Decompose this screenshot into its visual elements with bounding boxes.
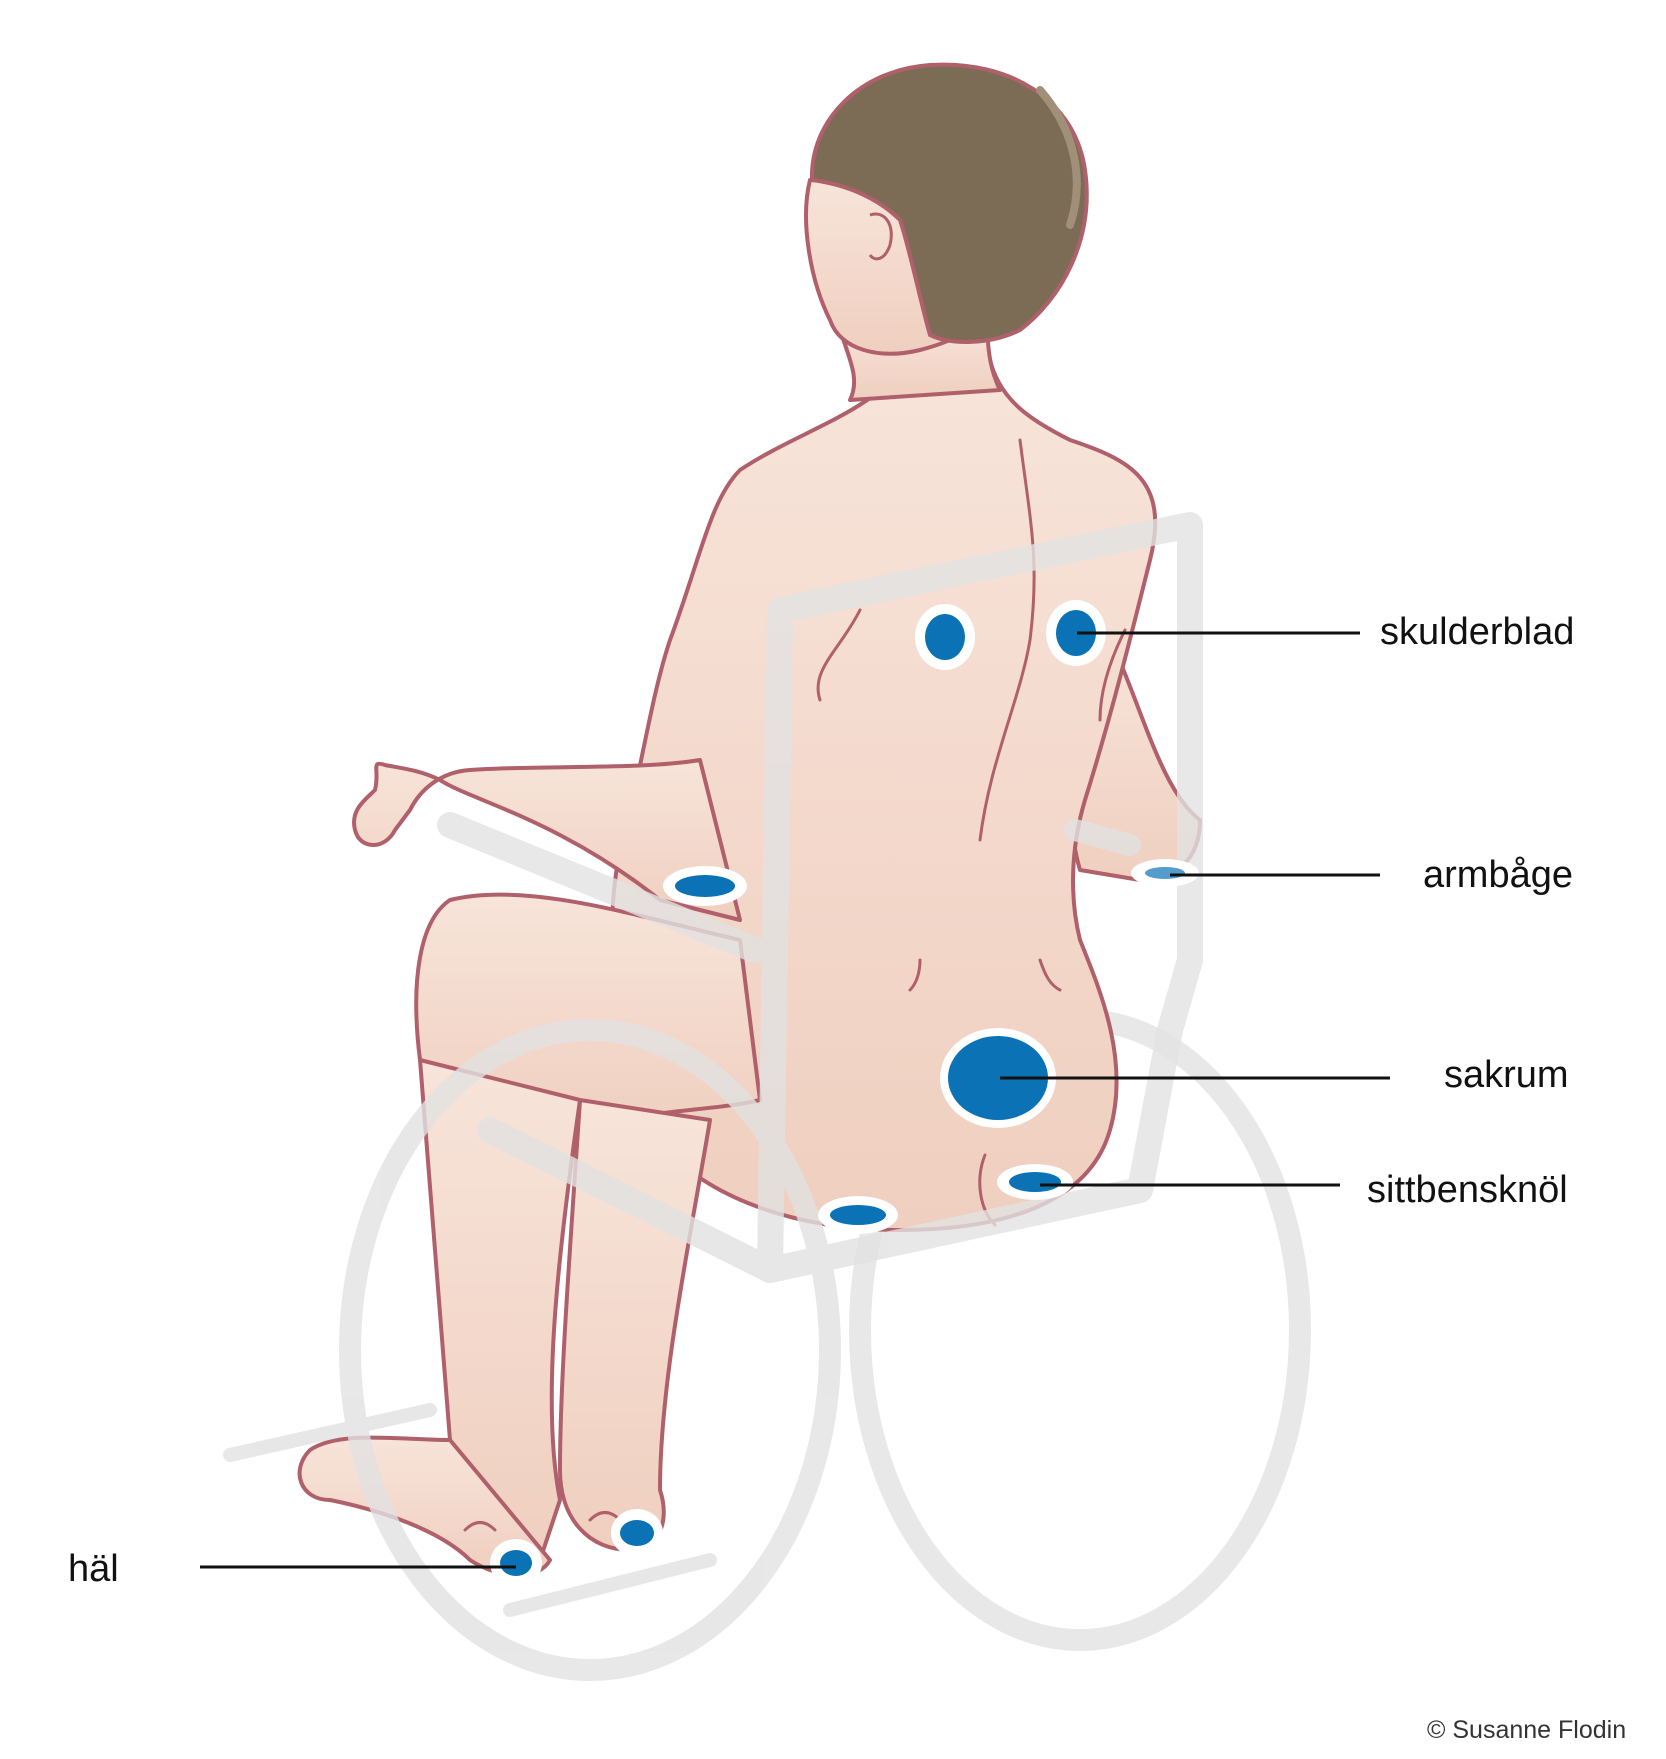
wheelchair-footrest-left bbox=[223, 1403, 437, 1462]
pressure-point-left-elbow bbox=[663, 866, 747, 906]
dimple-right bbox=[1038, 958, 1062, 992]
dimple-left bbox=[908, 958, 922, 992]
wheelchair-footrest-right bbox=[503, 1553, 717, 1617]
pressure-point-left-scapula bbox=[915, 604, 975, 670]
ear bbox=[868, 212, 893, 261]
pressure-point-right-scapula bbox=[1046, 600, 1106, 666]
pressure-point-heel-left bbox=[490, 1539, 542, 1587]
person-figure bbox=[297, 178, 1202, 1577]
label-ischial-tuberosity: sittbensknöl bbox=[1367, 1169, 1568, 1211]
pressure-point-right-elbow bbox=[1131, 859, 1199, 887]
label-shoulder-blade: skulderblad bbox=[1380, 611, 1575, 653]
ankle-crease bbox=[463, 1521, 497, 1532]
spine-line bbox=[978, 438, 1036, 842]
wheelchair-armrest-near bbox=[437, 812, 768, 963]
leader-lines bbox=[200, 631, 1390, 1569]
label-sacrum: sakrum bbox=[1444, 1054, 1569, 1096]
wheelchair-seat-edge bbox=[477, 1117, 783, 1283]
pressure-points bbox=[490, 600, 1199, 1587]
pressure-point-heel-right bbox=[611, 1509, 663, 1557]
hair-highlight bbox=[1036, 86, 1081, 229]
pressure-point-ischial-right bbox=[997, 1164, 1073, 1200]
label-heel: häl bbox=[68, 1548, 119, 1590]
pressure-point-ischial-left bbox=[818, 1196, 898, 1234]
right-scapula-line bbox=[1098, 628, 1127, 722]
pressure-point-sacrum bbox=[940, 1028, 1056, 1128]
hair bbox=[809, 62, 1089, 344]
wheelchair-frame bbox=[223, 512, 1203, 1681]
copyright-credit: © Susanne Flodin bbox=[1427, 1716, 1627, 1744]
label-elbow: armbåge bbox=[1423, 854, 1573, 896]
left-scapula-line bbox=[816, 608, 862, 702]
wheelchair-front-wheel bbox=[339, 1019, 841, 1681]
wheelchair-armrest-far bbox=[1064, 819, 1141, 856]
left-arm bbox=[352, 758, 742, 922]
